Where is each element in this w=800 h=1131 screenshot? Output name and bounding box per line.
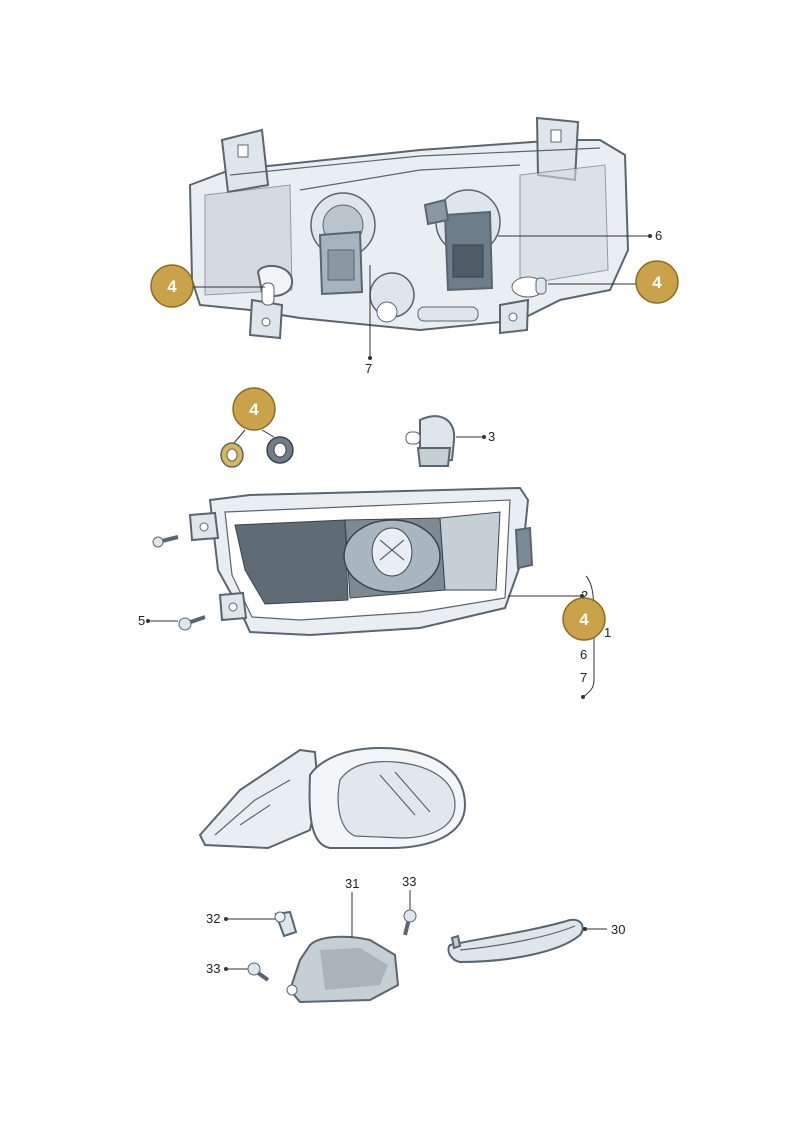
screw-part-33-bottom — [224, 962, 270, 982]
label-part-7-b: 7 — [580, 670, 587, 685]
headlight-housing-rear — [188, 116, 630, 340]
callout-4-housing-right: 4 — [635, 260, 679, 304]
label-part-33-top: 33 — [402, 874, 416, 889]
indicator-strip-part-30 — [447, 918, 607, 964]
callout-4-housing-left: 4 — [150, 264, 194, 308]
clip-part-32 — [224, 910, 298, 938]
label-part-3: 3 — [488, 429, 495, 444]
callout-4-text: 4 — [167, 277, 177, 296]
label-part-32: 32 — [206, 911, 220, 926]
callout-4-text: 4 — [579, 610, 589, 629]
label-part-33-bottom: 33 — [206, 961, 220, 976]
screw-part-5 — [146, 615, 206, 631]
bulb-part-3 — [405, 415, 486, 467]
grommets: 4 — [220, 387, 294, 468]
mirror-cover-part-31 — [286, 892, 400, 1004]
label-part-31: 31 — [345, 876, 359, 891]
callout-4-text: 4 — [249, 400, 259, 419]
callout-4-foglamp: 4 — [562, 597, 606, 641]
leaders-housing — [190, 234, 652, 360]
label-part-6-b: 6 — [580, 647, 587, 662]
label-part-5: 5 — [138, 613, 145, 628]
leaders-foglamp — [508, 575, 595, 699]
screw-part-33-top — [403, 890, 417, 936]
side-mirror — [198, 746, 467, 850]
callout-4-text: 4 — [652, 273, 662, 292]
label-part-2: 2 — [581, 588, 588, 603]
fog-lamp — [188, 486, 534, 637]
label-part-7: 7 — [365, 361, 372, 376]
label-part-30: 30 — [611, 922, 625, 937]
label-part-6: 6 — [655, 228, 662, 243]
screw-upper — [152, 535, 179, 548]
label-part-1: 1 — [604, 625, 611, 640]
